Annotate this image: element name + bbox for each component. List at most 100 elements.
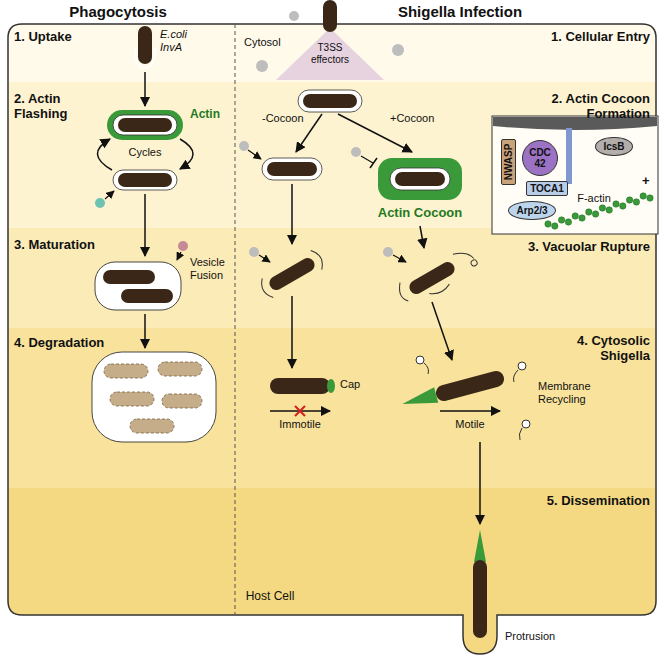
membrane-remnants: [416, 356, 530, 440]
f-actin-filament: [592, 211, 598, 217]
entering-shigella: [323, 0, 337, 32]
arp23-complex: Arp2/3: [508, 201, 555, 220]
region-label: Cytosol: [244, 36, 281, 49]
vesicle: [95, 198, 105, 208]
inset-box: [566, 128, 572, 184]
maturation-phagosome: [177, 252, 181, 260]
vacuole-bacterium: [113, 170, 177, 190]
actin-cocoon: [351, 147, 462, 200]
f-actin-filament: [552, 223, 558, 229]
host-cell-outline: [8, 24, 656, 654]
entry-vacuole: [298, 90, 362, 112]
icsb-protein: IcsB: [595, 137, 632, 156]
membrane-remnants: [424, 363, 429, 374]
arrow: [420, 226, 424, 248]
protrusion-bacterium: [474, 530, 486, 562]
actin-cocoon: [351, 147, 361, 157]
rupture-right: [429, 282, 450, 297]
cycle-arrows: [97, 139, 112, 170]
immotile-bacterium: [295, 406, 305, 416]
cell-label: Host Cell: [225, 590, 315, 604]
plus-end-label: +: [642, 174, 650, 189]
effector-label: T3SS effectors: [301, 42, 359, 65]
stage-label: 4. Cytosolic Shigella: [546, 334, 650, 364]
f-actin-filament: [620, 203, 626, 209]
no-cocoon-vacuole: [262, 158, 322, 180]
immotile-bacterium: [270, 378, 330, 394]
f-actin-filament: [572, 213, 578, 219]
protein-name: NWASP: [503, 144, 514, 181]
f-actin-filament: [626, 197, 632, 203]
t3ss-triangle: [276, 28, 384, 80]
arrow: [291, 296, 293, 368]
uptake-bacterium: [135, 48, 155, 68]
rupture-right: [470, 259, 478, 267]
cdc42-protein: CDC 42: [522, 140, 558, 176]
maturation-phagosome: [178, 241, 188, 251]
stage-bands: [0, 488, 664, 664]
f-actin-filament: [558, 217, 564, 223]
stage-label: 2. Actin Cocoon Formation: [530, 92, 650, 122]
stage-bands: [0, 228, 664, 328]
effector-dots: [392, 44, 404, 56]
no-cocoon-vacuole: [239, 141, 249, 151]
maturation-phagosome: [121, 289, 173, 303]
f-actin-filament: [586, 209, 592, 215]
rupture-right: [395, 244, 481, 310]
f-actin-filament: [565, 219, 571, 225]
degradation-phagolysosome: [110, 392, 154, 406]
arrow: [144, 194, 146, 256]
actin-flash-bacterium: [107, 110, 183, 140]
stage-label: 2. Actin Flashing: [14, 92, 94, 122]
degradation-phagolysosome: [104, 364, 148, 378]
arrow: [479, 442, 481, 524]
cycle-arrows: [97, 139, 193, 170]
actin-cocoon: [370, 158, 377, 168]
stage-label: 1. Uptake: [14, 30, 72, 45]
degradation-phagolysosome: [162, 394, 202, 408]
nwasp-protein: NWASP: [501, 139, 516, 186]
membrane-remnants: [518, 362, 526, 370]
membrane-remnants: [416, 356, 424, 364]
arrow: [432, 302, 452, 360]
protein-name: Arp2/3: [516, 205, 547, 216]
filament-label: F-actin: [572, 192, 616, 205]
rupture-right: [407, 259, 457, 296]
protein-name: IcsB: [603, 141, 624, 152]
f-actin-filament: [613, 201, 619, 207]
protrusion-bacterium: [473, 530, 487, 638]
cap-label: Cap: [340, 378, 360, 391]
cycle-arrows: [180, 139, 193, 169]
column-heading: Shigella Infection: [365, 3, 555, 20]
vacuole-bacterium: [118, 173, 172, 187]
actin-cocoon: [361, 156, 373, 163]
f-actin-filament: [647, 195, 653, 201]
actin-flash-bacterium: [113, 115, 177, 135]
rupture-right: [395, 283, 410, 303]
rupture-left: [258, 248, 326, 300]
protrusion-bacterium: [473, 560, 487, 638]
toca1-protein: TOCA1: [526, 181, 568, 196]
effector-dots: [289, 11, 299, 21]
degradation-phagolysosome: [130, 419, 174, 433]
arrow: [144, 314, 146, 348]
f-actin-filament: [606, 207, 612, 213]
degradation-phagolysosome: [92, 352, 216, 442]
bacterium-label: E.coli InvA: [160, 28, 206, 53]
no-cocoon-vacuole: [239, 141, 322, 180]
actin-cocoon: [395, 172, 445, 186]
f-actin-filament: [545, 193, 653, 229]
rupture-left: [258, 278, 273, 300]
degradation-phagolysosome: [104, 362, 202, 433]
motile-bacterium: [400, 369, 506, 412]
f-actin-filament: [545, 221, 551, 227]
motile-bacterium: [434, 369, 506, 403]
protein-name: CDC 42: [527, 147, 553, 169]
f-actin-filament: [633, 199, 639, 205]
effector-dot: [383, 247, 393, 257]
entry-vacuole: [298, 90, 362, 112]
effector-dots: [256, 60, 268, 72]
cocoon-label: Actin Cocoon: [360, 206, 480, 221]
no-cocoon-vacuole: [248, 150, 261, 159]
